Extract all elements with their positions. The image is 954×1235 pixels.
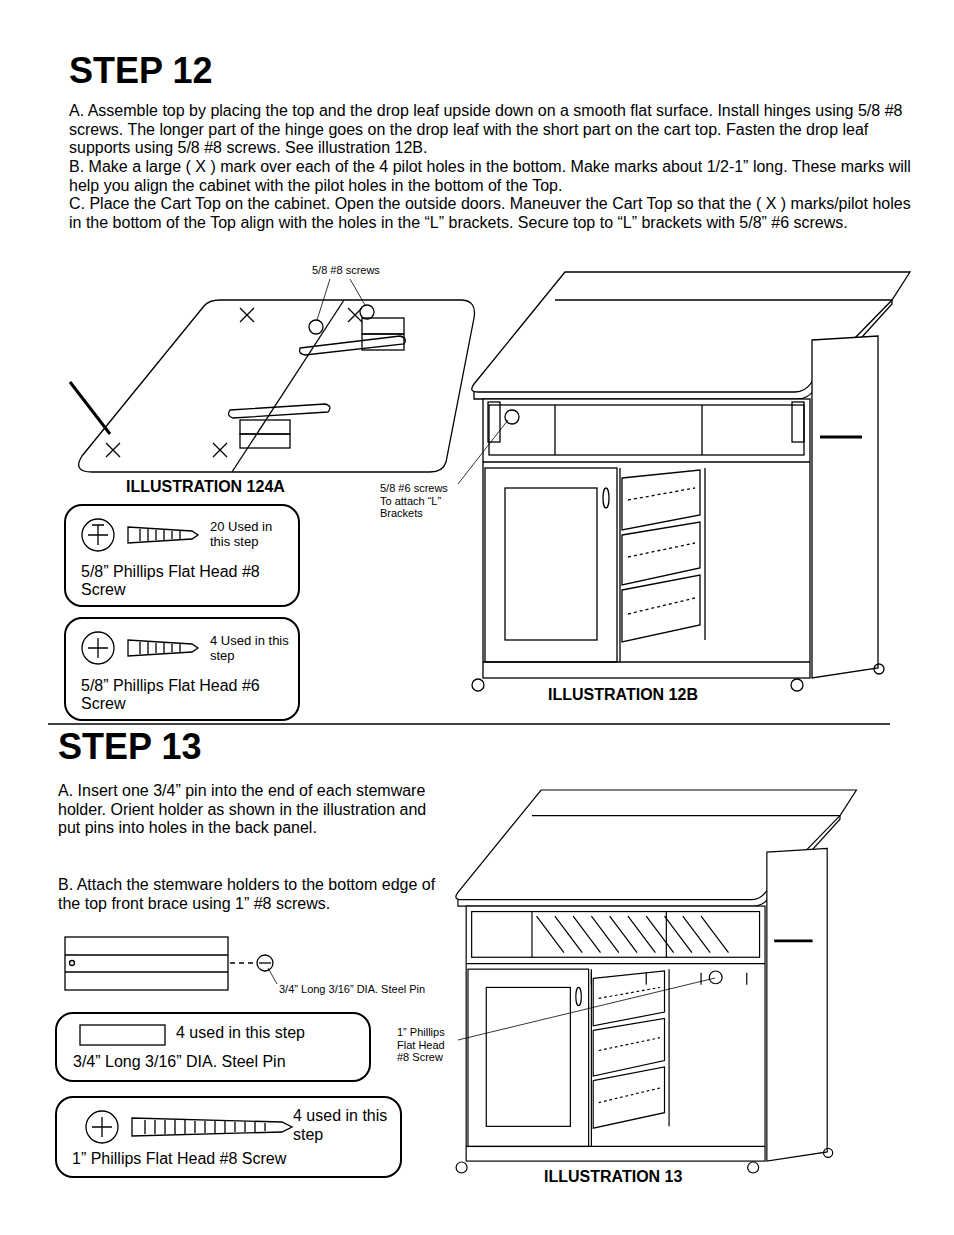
drawing-part — [229, 404, 330, 418]
cabinet-illustration-13 — [456, 790, 857, 1173]
drawing-part — [88, 525, 108, 545]
drawing-part — [82, 519, 114, 551]
parts-box: 4 Used in this step 5/8” Phillips Flat He… — [64, 617, 300, 721]
callout-label: 1” Phillips Flat Head #8 Screw — [397, 1026, 457, 1064]
quantity-note: 20 Used in this step — [210, 519, 292, 549]
drawing-part — [746, 973, 747, 985]
drawing-part — [232, 300, 344, 472]
drawing-part — [145, 1120, 265, 1134]
drawing-part — [65, 971, 228, 972]
instruction-text: A. Assemble top by placing the top and t… — [69, 102, 919, 158]
callout-label: 5/8 #6 screws To attach “L” Brackets — [380, 482, 462, 520]
cabinet-illustration-12b — [472, 272, 910, 691]
drawing-part — [360, 305, 374, 319]
instruction-text: B. Make a large ( X ) mark over each of … — [69, 158, 919, 195]
drawing-part — [79, 300, 475, 472]
step-heading: STEP 12 — [69, 50, 369, 92]
illustration-caption: ILLUSTRATION 12B — [548, 685, 768, 704]
instruction-text: C. Place the Cart Top on the cabinet. Op… — [69, 195, 919, 232]
drawing-part — [709, 971, 722, 984]
illustration-caption: ILLUSTRATION 13 — [544, 1167, 764, 1186]
drawing-part — [213, 443, 227, 457]
drawing-part — [259, 962, 271, 963]
drawing-part — [458, 978, 715, 1040]
part-name: 5/8” Phillips Flat Head #6 Screw — [81, 677, 286, 713]
part-name: 1” Phillips Flat Head #8 Screw — [72, 1149, 392, 1168]
drawing-part — [80, 1025, 165, 1045]
drawing-part — [646, 973, 647, 985]
drawing-part — [472, 272, 910, 691]
drawing-part — [92, 1117, 112, 1137]
drawing-part — [70, 961, 75, 966]
drawing-part — [488, 402, 500, 442]
drawing-part — [350, 279, 365, 305]
drawing-part — [88, 638, 108, 658]
drawing-part — [128, 640, 198, 656]
drawing-part — [458, 420, 508, 484]
section-divider — [48, 723, 890, 725]
drawing-part — [82, 632, 114, 664]
tabletop-illustration — [70, 300, 475, 472]
drawing-part — [537, 916, 729, 953]
drawing-part — [240, 434, 290, 448]
drawing-part — [309, 320, 323, 334]
part-name: 3/4” Long 3/16” DIA. Steel Pin — [73, 1052, 363, 1071]
drawing-part — [65, 937, 228, 990]
drawing-part — [230, 962, 256, 963]
drawing-part — [456, 790, 857, 1173]
instruction-text: B. Attach the stemware holders to the bo… — [58, 876, 448, 913]
drawing-part — [70, 382, 110, 434]
callout-label: 3/4” Long 3/16” DIA. Steel Pin — [279, 983, 479, 996]
drawing-part — [792, 402, 804, 442]
stemware-holder-detail — [65, 937, 273, 990]
parts-box: 4 used in this step 3/4” Long 3/16” DIA. … — [55, 1012, 371, 1082]
drawing-part — [86, 1111, 118, 1143]
drawing-part — [317, 279, 330, 320]
step-heading: STEP 13 — [58, 726, 358, 768]
drawing-part — [591, 973, 592, 985]
instruction-text: A. Insert one 3/4” pin into the end of e… — [58, 782, 433, 838]
drawing-part — [132, 1118, 292, 1136]
drawing-part — [140, 529, 180, 541]
drawing-part — [240, 420, 290, 434]
drawing-part — [257, 955, 273, 971]
drawing-part — [140, 642, 180, 654]
drawing-part — [300, 336, 406, 355]
leader-lines — [268, 279, 715, 1040]
part-name: 5/8” Phillips Flat Head #8 Screw — [81, 563, 286, 599]
quantity-note: 4 Used in this step — [210, 633, 292, 663]
drawing-part — [700, 973, 701, 985]
drawing-part — [128, 527, 198, 543]
illustration-caption: ILLUSTRATION 124A — [126, 477, 346, 496]
drawing-part — [65, 954, 228, 955]
drawing-part — [362, 318, 404, 334]
parts-box: 20 Used in this step 5/8” Phillips Flat H… — [64, 504, 300, 607]
drawing-part — [240, 308, 254, 322]
quantity-note: 4 used in this step — [176, 1023, 361, 1042]
drawing-part — [106, 443, 120, 457]
quantity-note: 4 used in this step — [293, 1106, 393, 1144]
parts-box: 4 used in this step 1” Phillips Flat Head… — [55, 1096, 402, 1178]
drawing-part — [505, 410, 519, 424]
callout-label: 5/8 #8 screws — [312, 264, 422, 277]
